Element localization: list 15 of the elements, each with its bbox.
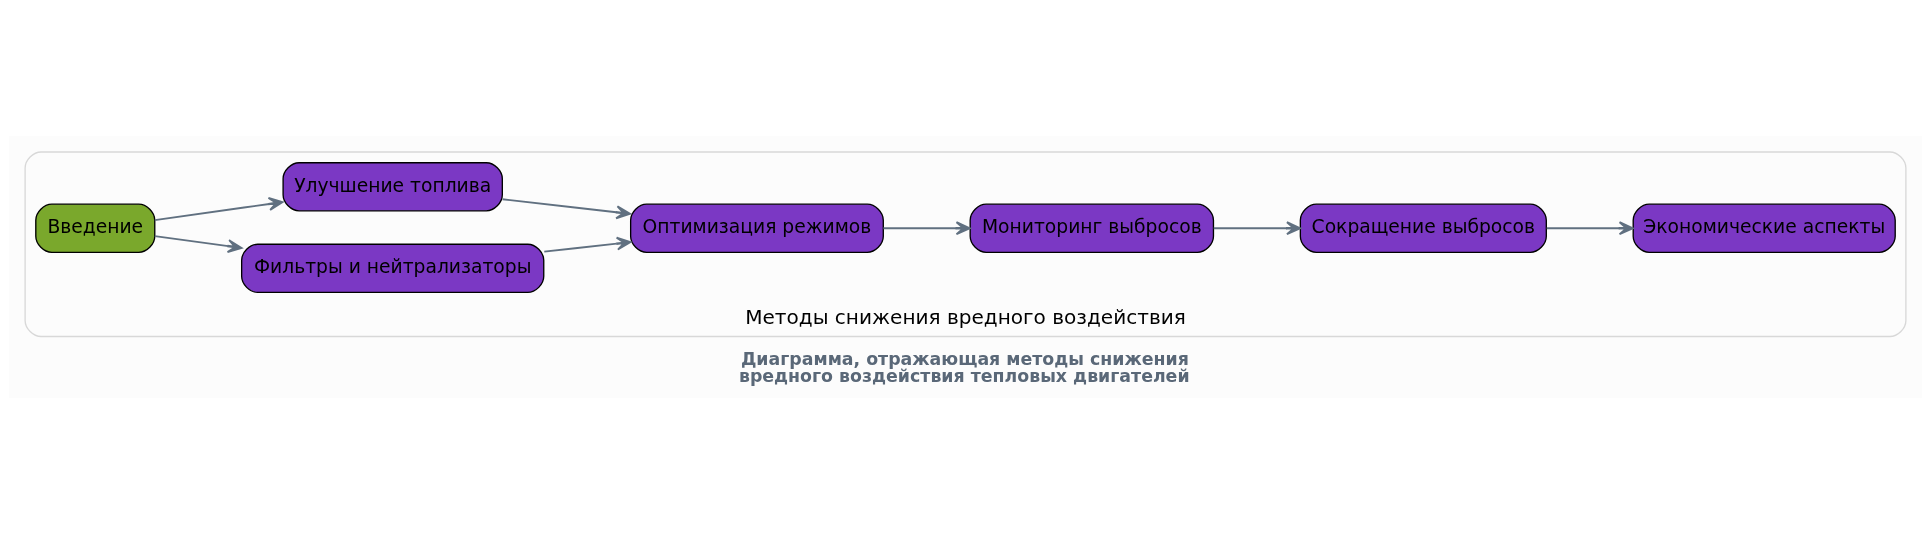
node-box: Введение (35, 203, 156, 253)
node-box: Мониторинг выбросов (969, 203, 1215, 253)
arrow (882, 220, 971, 235)
arrow (501, 197, 631, 219)
caption: Диаграмма, отражающая методы снижения вредного воздействия тепловых двигателей (738, 348, 1190, 386)
node-box: Улучшение топлива (282, 161, 503, 212)
arrow (153, 234, 243, 253)
arrow (153, 196, 284, 221)
arrow (543, 236, 632, 253)
node-box: Фильтры и нейтрализаторы (241, 243, 545, 293)
arrow (1545, 220, 1634, 235)
node-box: Оптимизация режимов (630, 203, 884, 253)
node-box: Сокращение выбросов (1299, 203, 1547, 253)
arrow (1212, 220, 1302, 235)
node-box: Экономические аспекты (1632, 203, 1896, 253)
